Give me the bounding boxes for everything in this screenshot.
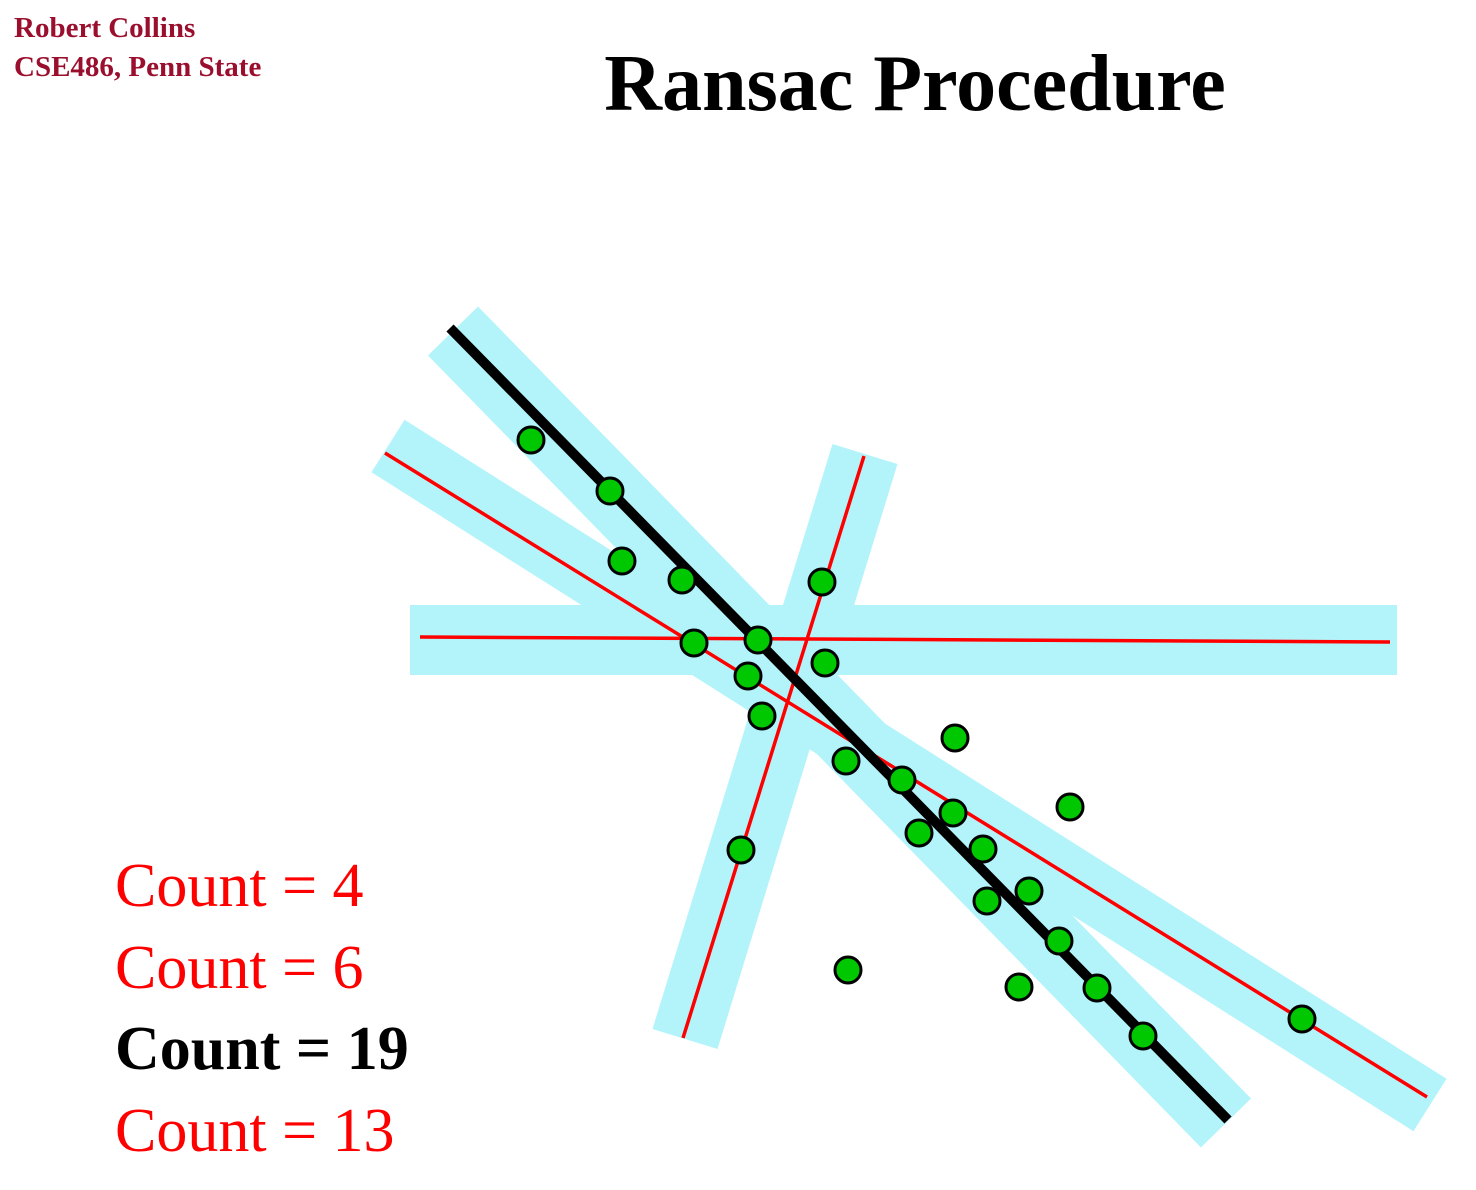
data-point [733,661,763,691]
data-point [938,798,968,828]
data-points [516,425,1317,1051]
data-point [607,546,637,576]
data-point [904,818,934,848]
data-point [747,701,777,731]
data-point [831,746,861,776]
count-label: Count = 13 [115,1097,395,1165]
data-point [807,567,837,597]
data-point [1014,876,1044,906]
data-point [940,723,970,753]
author-name: Robert Collins [14,12,196,44]
data-point [833,955,863,985]
data-point [1004,972,1034,1002]
data-point [726,835,756,865]
line-steep [681,455,866,1039]
line-horizontal [419,635,1391,644]
data-point [679,628,709,658]
data-point [810,648,840,678]
data-point [516,425,546,455]
author-course: CSE486, Penn State [14,51,262,83]
data-point [1055,792,1085,822]
slide-title: Ransac Procedure [604,40,1226,128]
count-label: Count = 6 [115,934,364,1002]
data-point [1082,973,1112,1003]
data-point [595,476,625,506]
count-label: Count = 4 [115,852,364,920]
data-point [1128,1021,1158,1051]
data-point [1044,926,1074,956]
data-point [743,625,773,655]
data-point [1287,1004,1317,1034]
data-point [887,765,917,795]
data-point [667,565,697,595]
data-point [968,834,998,864]
data-point [972,886,1002,916]
count-label: Count = 19 [115,1015,409,1083]
